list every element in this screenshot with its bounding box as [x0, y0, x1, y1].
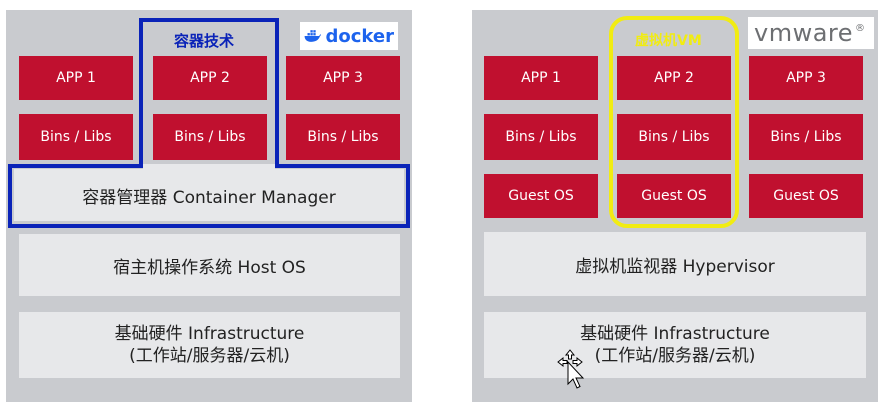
vm-label: 虚拟机VM: [635, 33, 702, 49]
docker-bins-2-block: Bins / Libs: [153, 114, 267, 160]
docker-host-os-block: 宿主机操作系统 Host OS: [19, 234, 400, 296]
docker-app-2-label: APP 2: [190, 70, 230, 86]
vm-bins-2-block: Bins / Libs: [617, 114, 731, 160]
vm-bins-3-label: Bins / Libs: [770, 129, 842, 145]
vmware-logo-text: vmware: [754, 19, 854, 47]
vm-guest-os-3-block: Guest OS: [749, 174, 863, 218]
vm-infra-line2: (工作站/服务器/云机): [594, 346, 756, 366]
vm-bins-3-block: Bins / Libs: [749, 114, 863, 160]
vmware-logo: vmware ®: [748, 17, 874, 49]
registered-icon: ®: [855, 22, 866, 34]
host-os-label: 宿主机操作系统 Host OS: [113, 257, 306, 278]
vm-guest-os-1-label: Guest OS: [508, 188, 574, 204]
docker-bins-3-label: Bins / Libs: [307, 129, 379, 145]
move-cursor-icon: [557, 349, 585, 389]
vm-bins-2-label: Bins / Libs: [638, 129, 710, 145]
docker-logo: docker: [300, 22, 398, 50]
vm-guest-os-1-block: Guest OS: [484, 174, 598, 218]
docker-infra-line1: 基础硬件 Infrastructure: [114, 324, 305, 344]
vm-bins-1-block: Bins / Libs: [484, 114, 598, 160]
docker-bins-1-block: Bins / Libs: [19, 114, 133, 160]
hypervisor-block: 虚拟机监视器 Hypervisor: [484, 232, 866, 296]
hypervisor-label: 虚拟机监视器 Hypervisor: [575, 256, 775, 277]
docker-bins-2-label: Bins / Libs: [174, 129, 246, 145]
docker-panel: APP 1 APP 2 APP 3 Bins / Libs Bins / Lib…: [6, 10, 412, 402]
docker-whale-icon: [304, 30, 321, 42]
vm-app-1-block: APP 1: [484, 56, 598, 100]
docker-bins-1-label: Bins / Libs: [40, 129, 112, 145]
vm-app-2-block: APP 2: [617, 56, 731, 100]
docker-app-1-label: APP 1: [56, 70, 96, 86]
container-manager-block: 容器管理器 Container Manager: [14, 169, 404, 221]
container-tech-label: 容器技术: [174, 32, 235, 50]
outline-join-mask: [143, 164, 275, 170]
container-manager-label: 容器管理器 Container Manager: [82, 187, 336, 208]
vm-infrastructure-block: 基础硬件 Infrastructure (工作站/服务器/云机): [484, 312, 866, 378]
vm-guest-os-2-label: Guest OS: [641, 188, 707, 204]
docker-logo-text: docker: [325, 25, 395, 47]
vm-app-2-label: APP 2: [654, 70, 694, 86]
docker-app-2-block: APP 2: [153, 56, 267, 100]
docker-app-3-label: APP 3: [323, 70, 363, 86]
vm-app-3-block: APP 3: [749, 56, 863, 100]
vm-bins-1-label: Bins / Libs: [505, 129, 577, 145]
docker-infrastructure-block: 基础硬件 Infrastructure (工作站/服务器/云机): [19, 312, 400, 378]
docker-app-1-block: APP 1: [19, 56, 133, 100]
docker-infra-line2: (工作站/服务器/云机): [129, 346, 290, 366]
docker-app-3-block: APP 3: [286, 56, 400, 100]
vm-infra-line1: 基础硬件 Infrastructure: [580, 324, 770, 344]
vm-guest-os-3-label: Guest OS: [773, 188, 839, 204]
docker-bins-3-block: Bins / Libs: [286, 114, 400, 160]
vm-app-1-label: APP 1: [521, 70, 561, 86]
vm-guest-os-2-block: Guest OS: [617, 174, 731, 218]
vm-app-3-label: APP 3: [786, 70, 826, 86]
vm-panel: APP 1 APP 2 APP 3 Bins / Libs Bins / Lib…: [472, 10, 878, 402]
